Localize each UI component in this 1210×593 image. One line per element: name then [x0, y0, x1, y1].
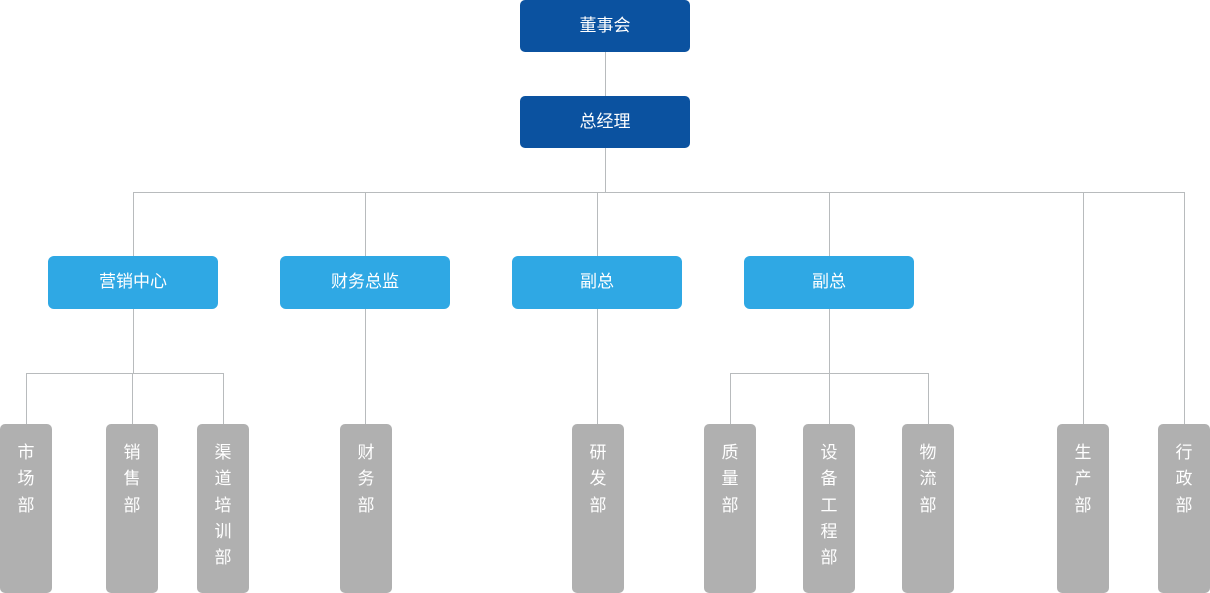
node-vice-president-1[interactable]: 副总 [512, 256, 682, 309]
node-label-finance-dept: 财务部 [357, 443, 375, 515]
connector-board-to-gm [605, 52, 606, 96]
node-sales-dept[interactable]: 销售部 [106, 424, 158, 593]
connector-marketing-center-stem [133, 309, 134, 373]
node-label-admin-dept: 行政部 [1175, 443, 1193, 515]
node-rd-dept[interactable]: 研发部 [572, 424, 624, 593]
node-label-board: 董事会 [579, 15, 631, 35]
connector-drop-vp-2 [829, 192, 830, 256]
connector-drop-admin-dept [1184, 192, 1185, 424]
node-equipment-engineering-dept[interactable]: 设备工程部 [803, 424, 855, 593]
node-label-rd-dept: 研发部 [589, 443, 607, 515]
connector-drop-rd-dept [597, 309, 598, 424]
connector-level2-bus [133, 192, 1184, 193]
node-vice-president-2[interactable]: 副总 [744, 256, 914, 309]
connector-drop-channel-dept [223, 373, 224, 424]
node-label-marketing-center: 营销中心 [99, 272, 167, 292]
connector-drop-market-dept [26, 373, 27, 424]
connector-drop-finance-director [365, 192, 366, 256]
connector-drop-vp-1 [597, 192, 598, 256]
node-label-sales-dept: 销售部 [123, 443, 141, 515]
node-label-equipment-engineering-dept: 设备工程部 [820, 443, 838, 568]
node-label-general-manager: 总经理 [579, 111, 631, 131]
node-label-finance-director: 财务总监 [331, 272, 399, 292]
connector-drop-production-dept [1083, 192, 1084, 424]
node-logistics-dept[interactable]: 物流部 [902, 424, 954, 593]
connector-drop-marketing-center [133, 192, 134, 256]
node-finance-dept[interactable]: 财务部 [340, 424, 392, 593]
node-production-dept[interactable]: 生产部 [1057, 424, 1109, 593]
node-label-production-dept: 生产部 [1074, 443, 1092, 515]
connector-vp-2-stem [829, 309, 830, 373]
node-finance-director[interactable]: 财务总监 [280, 256, 450, 309]
node-label-market-dept: 市场部 [17, 443, 35, 515]
connector-drop-equipment-dept [829, 373, 830, 424]
connector-gm-drop [605, 148, 606, 192]
node-admin-dept[interactable]: 行政部 [1158, 424, 1210, 593]
node-general-manager[interactable]: 总经理 [520, 96, 690, 148]
node-channel-training-dept[interactable]: 渠道培训部 [197, 424, 249, 593]
node-label-logistics-dept: 物流部 [919, 443, 937, 515]
connector-drop-logistics-dept [928, 373, 929, 424]
node-label-quality-dept: 质量部 [721, 443, 739, 515]
connector-drop-finance-dept [365, 309, 366, 424]
node-label-vice-president-1: 副总 [580, 272, 614, 292]
node-board[interactable]: 董事会 [520, 0, 690, 52]
connector-drop-sales-dept [132, 373, 133, 424]
node-market-dept[interactable]: 市场部 [0, 424, 52, 593]
connector-drop-quality-dept [730, 373, 731, 424]
node-label-vice-president-2: 副总 [812, 272, 846, 292]
node-quality-dept[interactable]: 质量部 [704, 424, 756, 593]
node-label-channel-training-dept: 渠道培训部 [214, 443, 232, 568]
connector-marketing-center-bus [26, 373, 223, 374]
node-marketing-center[interactable]: 营销中心 [48, 256, 218, 309]
